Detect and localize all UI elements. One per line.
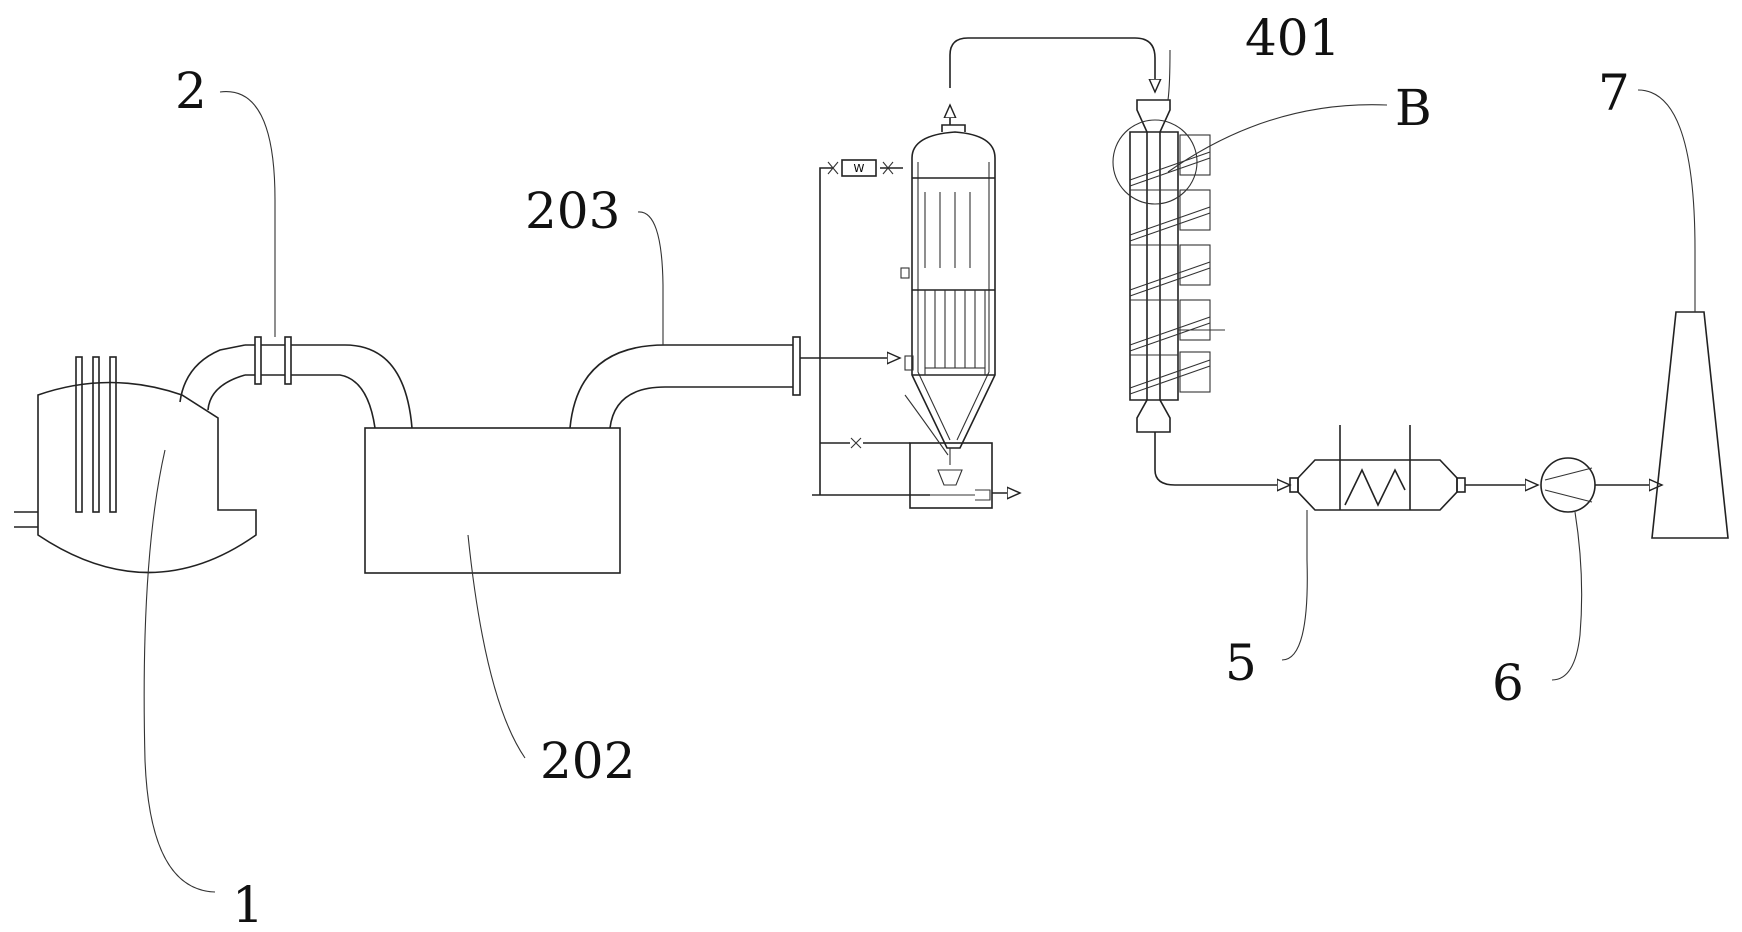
filter-w-box <box>841 159 877 177</box>
filter-feed-lines <box>800 358 1020 509</box>
fluidizer-box <box>909 442 993 509</box>
leader-lines <box>143 49 1696 893</box>
label-202: 202 <box>540 732 635 790</box>
spray-layers <box>1129 151 1211 395</box>
settling-chamber <box>364 427 621 574</box>
detail-b-circle <box>1112 119 1198 205</box>
bag-filter <box>900 105 996 449</box>
label-2: 2 <box>175 62 207 120</box>
label-5: 5 <box>1225 634 1257 692</box>
induced-draft-fan <box>1540 457 1596 513</box>
tower-to-exchanger-pipe <box>1154 432 1290 485</box>
label-6: 6 <box>1492 654 1524 712</box>
label-b: B <box>1395 79 1432 137</box>
electrodes <box>75 356 117 513</box>
label-401: 401 <box>1245 9 1340 67</box>
tower <box>1112 99 1225 433</box>
chimney <box>1651 311 1729 539</box>
label-7: 7 <box>1598 64 1630 122</box>
outlet-duct <box>569 336 801 429</box>
pulse-cleaning-line: W <box>819 159 903 495</box>
furnace <box>14 356 257 574</box>
label-203: 203 <box>525 182 620 240</box>
flue-duct <box>179 336 413 429</box>
filter-w-label: W <box>854 162 865 175</box>
heat-exchanger <box>1289 425 1466 511</box>
filter-to-tower-pipe <box>949 37 1155 92</box>
label-1: 1 <box>232 876 264 932</box>
side-nozzles <box>1179 134 1211 393</box>
part-labels: 1 2 202 203 401 B 5 6 7 <box>175 9 1630 932</box>
